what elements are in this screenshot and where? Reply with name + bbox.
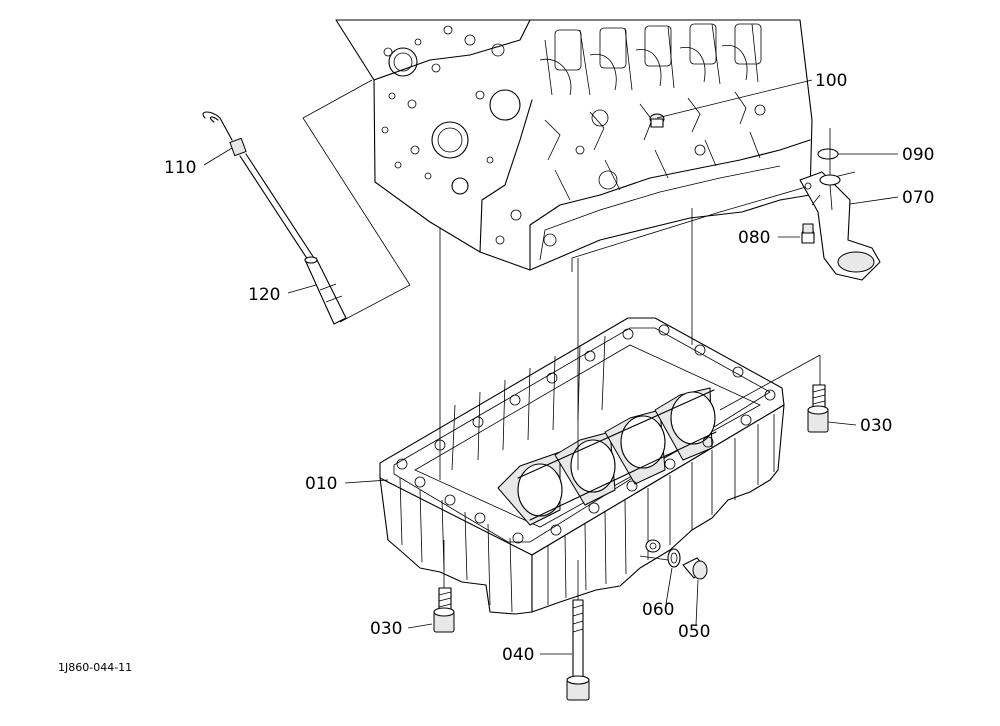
bolt-right xyxy=(807,384,829,433)
callout-leaders xyxy=(203,79,899,655)
engine-block xyxy=(335,19,813,271)
oil-pan xyxy=(379,317,785,615)
bearing-webs xyxy=(497,387,717,526)
o-ring xyxy=(817,148,839,160)
gallery-plug xyxy=(649,113,665,128)
bolt-left xyxy=(433,587,455,633)
label-110: 110 xyxy=(164,158,196,178)
label-090: 090 xyxy=(902,145,934,165)
label-030-left: 030 xyxy=(370,619,402,639)
label-070: 070 xyxy=(902,188,934,208)
label-060: 060 xyxy=(642,600,674,620)
long-bolt xyxy=(566,599,590,701)
label-080: 080 xyxy=(738,228,770,248)
label-040: 040 xyxy=(502,645,534,665)
label-010: 010 xyxy=(305,474,337,494)
figure-code: 1J860-044-11 xyxy=(58,661,132,674)
label-030-right: 030 xyxy=(860,416,892,436)
label-050: 050 xyxy=(678,622,710,642)
drain-washer xyxy=(667,548,681,568)
oil-strainer xyxy=(799,171,881,281)
label-100: 100 xyxy=(815,71,847,91)
label-120: 120 xyxy=(248,285,280,305)
dipstick xyxy=(202,111,315,261)
strainer-bolt xyxy=(801,223,815,244)
dipstick-guide xyxy=(304,256,347,325)
drain-plug xyxy=(682,557,708,580)
